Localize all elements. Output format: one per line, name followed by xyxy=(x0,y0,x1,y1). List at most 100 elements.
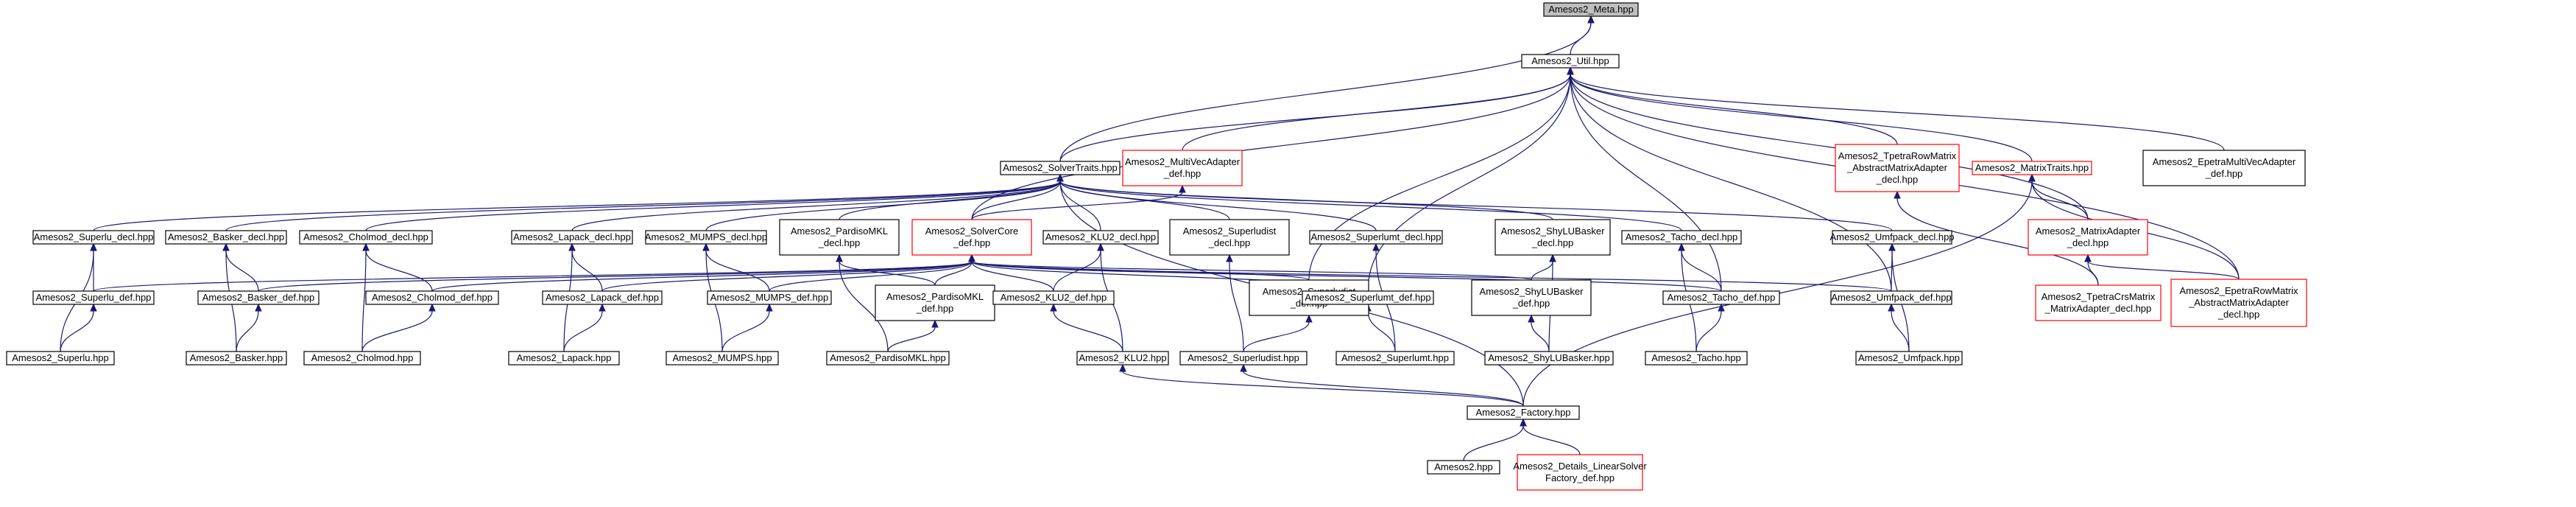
node-box[interactable] xyxy=(1645,351,1748,366)
node-box[interactable] xyxy=(365,290,499,305)
node-box[interactable] xyxy=(511,230,633,245)
node-box[interactable] xyxy=(826,351,950,366)
node-box[interactable] xyxy=(779,219,900,256)
node-box[interactable] xyxy=(1832,230,1952,245)
node-box[interactable] xyxy=(1855,351,1963,366)
node-superlumt_decl[interactable]: Amesos2_Superlumt_decl.hpp xyxy=(1309,230,1443,245)
node-tpetracrs_decl[interactable]: Amesos2_TpetraCrsMatrix_MatrixAdapter_de… xyxy=(2035,284,2162,321)
node-factory[interactable]: Amesos2_Factory.hpp xyxy=(1467,405,1580,420)
node-superlumt[interactable]: Amesos2_Superlumt.hpp xyxy=(1335,351,1455,366)
node-box[interactable] xyxy=(1179,351,1308,366)
node-box[interactable] xyxy=(707,290,832,305)
node-box[interactable] xyxy=(6,351,115,366)
node-klu2_decl[interactable]: Amesos2_KLU2_decl.hpp xyxy=(1042,230,1159,245)
node-shylubasker[interactable]: Amesos2_ShyLUBasker.hpp xyxy=(1484,351,1614,366)
node-box[interactable] xyxy=(32,290,155,305)
node-superlumt_def[interactable]: Amesos2_Superlumt_def.hpp xyxy=(1302,290,1434,305)
node-umfpack[interactable]: Amesos2_Umfpack.hpp xyxy=(1855,351,1963,366)
node-epetrarow_decl[interactable]: Amesos2_EpetraRowMatrix_AbstractMatrixAd… xyxy=(2170,279,2307,327)
node-box[interactable] xyxy=(1495,219,1611,256)
node-box[interactable] xyxy=(299,230,433,245)
node-tacho_def[interactable]: Amesos2_Tacho_def.hpp xyxy=(1662,290,1780,305)
node-box[interactable] xyxy=(508,351,620,366)
edge-line xyxy=(839,261,936,286)
node-box[interactable] xyxy=(1076,351,1169,366)
node-tacho[interactable]: Amesos2_Tacho.hpp xyxy=(1645,351,1748,366)
node-superlu[interactable]: Amesos2_Superlu.hpp xyxy=(6,351,115,366)
node-box[interactable] xyxy=(197,290,320,305)
node-linearsolverfactory_def[interactable]: Amesos2_Details_LinearSolverFactory_def.… xyxy=(1513,454,1647,491)
node-box[interactable] xyxy=(2028,219,2148,256)
node-tacho_decl[interactable]: Amesos2_Tacho_decl.hpp xyxy=(1621,230,1742,245)
node-mumps_decl[interactable]: Amesos2_MUMPS_decl.hpp xyxy=(645,230,767,245)
node-pardiso_def[interactable]: Amesos2_PardisoMKL_def.hpp xyxy=(875,284,995,321)
node-box[interactable] xyxy=(1972,161,2092,175)
node-matrixadapter_decl[interactable]: Amesos2_MatrixAdapter_decl.hpp xyxy=(2028,219,2148,256)
node-box[interactable] xyxy=(1309,230,1443,245)
node-basker_def[interactable]: Amesos2_Basker_def.hpp xyxy=(197,290,320,305)
node-umfpack_def[interactable]: Amesos2_Umfpack_def.hpp xyxy=(1830,290,1952,305)
node-box[interactable] xyxy=(1662,290,1780,305)
node-box[interactable] xyxy=(186,351,287,366)
node-box[interactable] xyxy=(2170,279,2307,327)
node-box[interactable] xyxy=(911,219,1032,256)
node-shylubasker_def[interactable]: Amesos2_ShyLUBasker_def.hpp xyxy=(1471,279,1592,316)
node-meta[interactable]: Amesos2_Meta.hpp xyxy=(1543,2,1639,17)
node-box[interactable] xyxy=(645,230,767,245)
node-pardiso[interactable]: Amesos2_PardisoMKL.hpp xyxy=(826,351,950,366)
node-superlu_def[interactable]: Amesos2_Superlu_def.hpp xyxy=(32,290,155,305)
node-lapack_decl[interactable]: Amesos2_Lapack_decl.hpp xyxy=(511,230,633,245)
node-box[interactable] xyxy=(1122,150,1243,186)
node-klu2_def[interactable]: Amesos2_KLU2_def.hpp xyxy=(992,290,1115,305)
node-basker_decl[interactable]: Amesos2_Basker_decl.hpp xyxy=(165,230,287,245)
node-box[interactable] xyxy=(666,351,779,366)
node-box[interactable] xyxy=(2142,150,2306,186)
node-box[interactable] xyxy=(303,351,421,366)
node-superludist_decl[interactable]: Amesos2_Superludist_decl.hpp xyxy=(1169,219,1290,256)
node-multivecadapter_def[interactable]: Amesos2_MultiVecAdapter_def.hpp xyxy=(1122,150,1243,186)
node-tpetrarowmatrix_abs_decl[interactable]: Amesos2_TpetraRowMatrix_AbstractMatrixAd… xyxy=(1835,144,1960,192)
node-mumps[interactable]: Amesos2_MUMPS.hpp xyxy=(666,351,779,366)
node-box[interactable] xyxy=(1042,230,1159,245)
node-util[interactable]: Amesos2_Util.hpp xyxy=(1521,54,1620,69)
node-box[interactable] xyxy=(1517,454,1643,491)
node-box[interactable] xyxy=(992,290,1115,305)
node-cholmod_def[interactable]: Amesos2_Cholmod_def.hpp xyxy=(365,290,499,305)
node-pardiso_decl[interactable]: Amesos2_PardisoMKL_decl.hpp xyxy=(779,219,900,256)
node-superlu_decl[interactable]: Amesos2_Superlu_decl.hpp xyxy=(32,230,155,245)
node-umfpack_decl[interactable]: Amesos2_Umfpack_decl.hpp xyxy=(1829,230,1955,245)
node-box[interactable] xyxy=(1000,161,1121,175)
node-box[interactable] xyxy=(1830,290,1952,305)
node-lapack_def[interactable]: Amesos2_Lapack_def.hpp xyxy=(542,290,663,305)
node-box[interactable] xyxy=(1335,351,1455,366)
node-shylubasker_decl[interactable]: Amesos2_ShyLUBasker_decl.hpp xyxy=(1495,219,1611,256)
node-box[interactable] xyxy=(1621,230,1742,245)
node-box[interactable] xyxy=(1484,351,1614,366)
node-solvercore_def[interactable]: Amesos2_SolverCore_def.hpp xyxy=(911,219,1032,256)
node-cholmod[interactable]: Amesos2_Cholmod.hpp xyxy=(303,351,421,366)
node-box[interactable] xyxy=(1543,2,1639,17)
node-mumps_def[interactable]: Amesos2_MUMPS_def.hpp xyxy=(707,290,832,305)
node-label: Amesos2_ShyLUBasker xyxy=(1501,225,1606,237)
node-matrixtraits[interactable]: Amesos2_MatrixTraits.hpp xyxy=(1972,161,2092,175)
node-klu2[interactable]: Amesos2_KLU2.hpp xyxy=(1076,351,1169,366)
node-box[interactable] xyxy=(1427,460,1500,475)
node-box[interactable] xyxy=(2035,284,2162,321)
node-solvertraits[interactable]: Amesos2_SolverTraits.hpp xyxy=(1000,161,1121,175)
node-box[interactable] xyxy=(1835,144,1960,192)
node-box[interactable] xyxy=(1467,405,1580,420)
node-box[interactable] xyxy=(1302,290,1434,305)
node-box[interactable] xyxy=(1169,219,1290,256)
node-superludist[interactable]: Amesos2_Superludist.hpp xyxy=(1179,351,1308,366)
node-box[interactable] xyxy=(32,230,155,245)
node-box[interactable] xyxy=(165,230,287,245)
node-epetramultivec_def[interactable]: Amesos2_EpetraMultiVecAdapter_def.hpp xyxy=(2142,150,2306,186)
node-box[interactable] xyxy=(1521,54,1620,69)
node-box[interactable] xyxy=(542,290,663,305)
node-basker[interactable]: Amesos2_Basker.hpp xyxy=(186,351,287,366)
node-box[interactable] xyxy=(875,284,995,321)
node-box[interactable] xyxy=(1471,279,1592,316)
node-cholmod_decl[interactable]: Amesos2_Cholmod_decl.hpp xyxy=(299,230,433,245)
node-lapack[interactable]: Amesos2_Lapack.hpp xyxy=(508,351,620,366)
node-amesos2[interactable]: Amesos2.hpp xyxy=(1427,460,1500,475)
